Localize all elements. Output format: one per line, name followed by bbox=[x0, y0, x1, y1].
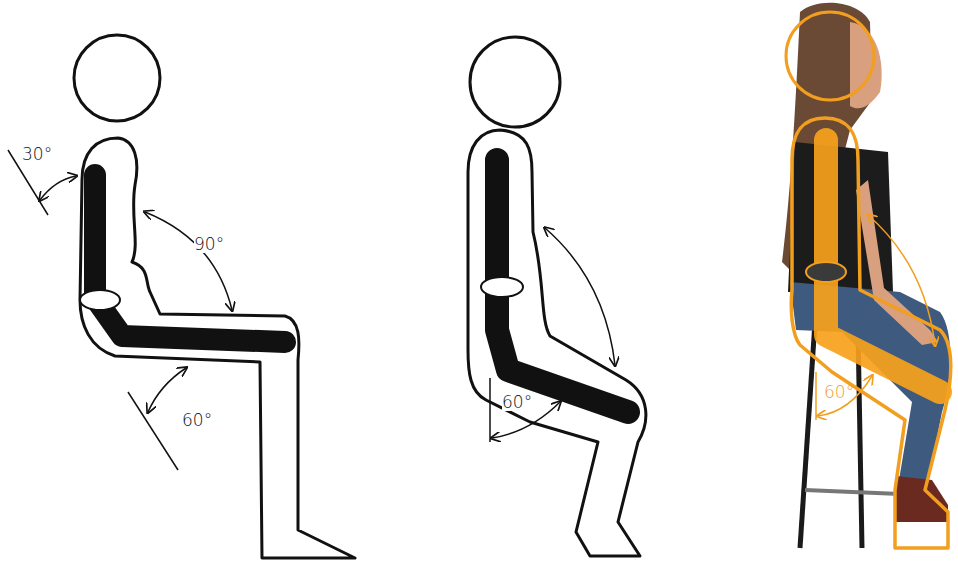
hip-joint bbox=[80, 290, 120, 310]
head-circle bbox=[74, 35, 160, 121]
stool-bar bbox=[805, 490, 900, 494]
angle-arc bbox=[868, 215, 935, 345]
head-circle bbox=[470, 37, 560, 127]
angle-arc bbox=[145, 212, 232, 310]
arm bbox=[856, 180, 938, 345]
spine-bar bbox=[95, 175, 285, 342]
perched-figure bbox=[468, 37, 646, 556]
reference-line bbox=[815, 372, 817, 420]
angle-arc bbox=[148, 368, 186, 412]
angle-arc bbox=[545, 228, 615, 365]
angle-label: 60° bbox=[502, 394, 532, 411]
angle-label: 30° bbox=[22, 146, 52, 163]
angle-arc bbox=[818, 376, 872, 416]
face bbox=[850, 22, 882, 108]
photo-figure bbox=[782, 3, 951, 548]
angle-label: 60° bbox=[824, 384, 854, 401]
angle-arc bbox=[40, 176, 76, 200]
body-outline bbox=[80, 138, 355, 558]
boot bbox=[896, 476, 948, 522]
hip-joint bbox=[806, 262, 846, 282]
seated-figure bbox=[8, 35, 355, 558]
hip-joint bbox=[481, 277, 523, 297]
angle-label: 90° bbox=[194, 236, 224, 253]
angle-label: 60° bbox=[182, 412, 212, 429]
body-outline bbox=[468, 130, 646, 556]
body-outline bbox=[791, 118, 950, 548]
head-circle bbox=[786, 12, 874, 100]
reference-line bbox=[489, 378, 491, 442]
